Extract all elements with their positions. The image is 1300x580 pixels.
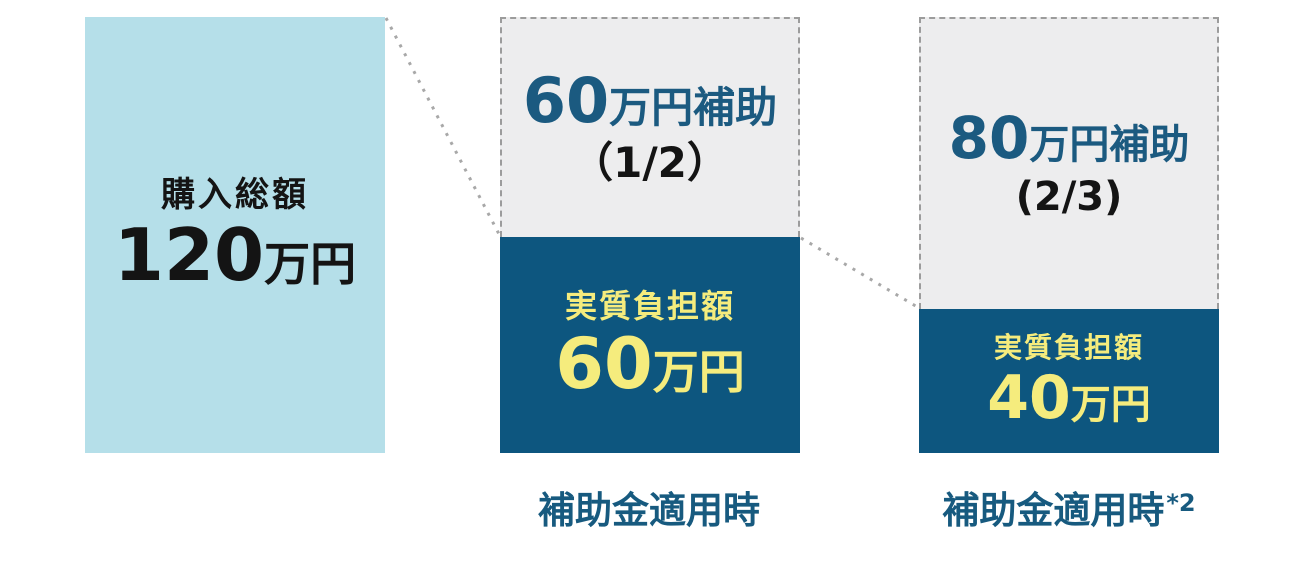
case2-subsidy-fraction: (2/3) <box>1015 174 1123 221</box>
case1-burden-amount: 60 <box>555 322 653 405</box>
bar-subsidy-case2: 80 万円補助 (2/3) 実質負担額 40 万円 <box>919 17 1219 453</box>
case2-subsidy-amount: 80 <box>948 103 1030 172</box>
case1-subsidy-section: 60 万円補助 （1/2） <box>500 17 800 237</box>
purchase-total-amount: 120 <box>113 212 265 297</box>
case1-burden-label: 実質負担額 <box>564 287 735 326</box>
case2-burden-section: 実質負担額 40 万円 <box>919 309 1219 453</box>
case2-burden-amount-line: 40 万円 <box>987 365 1151 431</box>
case2-burden-label: 実質負担額 <box>993 331 1144 365</box>
connector-line-total-to-case1 <box>384 17 502 237</box>
case2-caption-note: *2 <box>1166 489 1196 517</box>
case1-caption-text: 補助金適用時 <box>538 489 760 532</box>
case1-subsidy-suffix: 万円補助 <box>609 83 778 133</box>
purchase-total-unit: 万円 <box>264 236 357 291</box>
bar-purchase-total: 購入総額 120 万円 <box>85 17 385 453</box>
case2-caption: 補助金適用時*2 <box>909 489 1229 533</box>
bar-subsidy-case1: 60 万円補助 （1/2） 実質負担額 60 万円 <box>500 17 800 453</box>
case2-subsidy-amount-line: 80 万円補助 <box>948 103 1190 172</box>
case1-burden-amount-line: 60 万円 <box>555 322 745 405</box>
case1-caption: 補助金適用時 <box>490 489 810 533</box>
case1-subsidy-amount-line: 60 万円補助 <box>522 64 778 138</box>
case1-subsidy-amount: 60 <box>522 64 610 138</box>
case1-burden-unit: 万円 <box>652 344 745 399</box>
case2-caption-text: 補助金適用時 <box>942 489 1165 532</box>
case2-burden-amount: 40 <box>987 362 1071 433</box>
case2-subsidy-suffix: 万円補助 <box>1029 121 1190 168</box>
purchase-total-label: 購入総額 <box>161 175 309 215</box>
case1-burden-section: 実質負担額 60 万円 <box>500 237 800 453</box>
case1-subsidy-fraction: （1/2） <box>571 138 729 188</box>
case2-subsidy-section: 80 万円補助 (2/3) <box>919 17 1219 309</box>
purchase-total-value: 120 万円 <box>113 212 357 297</box>
case2-burden-unit: 万円 <box>1070 381 1151 428</box>
connector-line-case1-to-case2 <box>800 236 920 310</box>
